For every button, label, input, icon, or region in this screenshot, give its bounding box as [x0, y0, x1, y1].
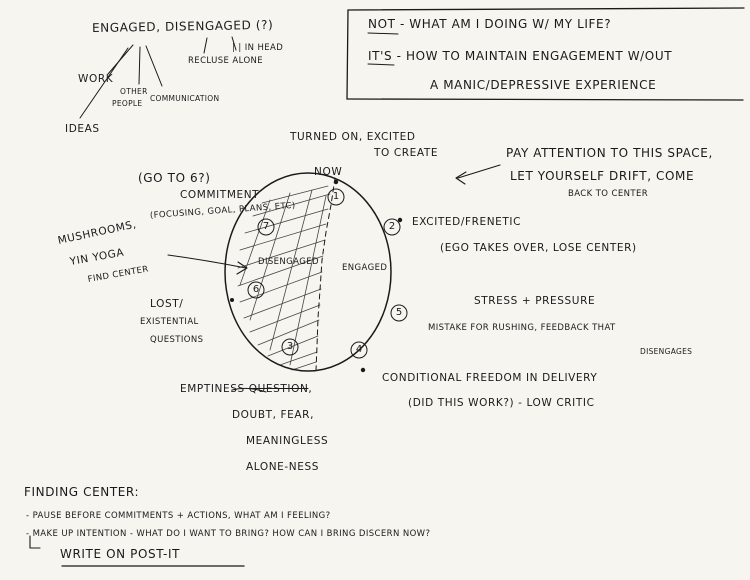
- note-emptiness: EMPTINESS QUESTION,: [180, 384, 312, 395]
- note-ego: (EGO TAKES OVER, LOSE CENTER): [440, 242, 637, 254]
- note-existential: EXISTENTIAL: [140, 317, 199, 327]
- circle-number-7: 7: [262, 221, 270, 232]
- note-emptiness-comma: ,: [308, 383, 313, 395]
- note-turned-on: TURNED ON, EXCITED: [290, 131, 416, 143]
- finding-center-pause: - PAUSE BEFORE COMMITMENTS + ACTIONS, WH…: [26, 511, 331, 521]
- circle-number-2: 2: [388, 221, 396, 232]
- box-left-border: [346, 9, 349, 100]
- note-recluse-alone: RECLUSE ALONE: [188, 56, 264, 66]
- note-excited: EXCITED/FRENETIC: [412, 216, 522, 228]
- cycle-circle: [224, 172, 392, 372]
- note-doubt: DOUBT, FEAR,: [232, 409, 315, 421]
- finding-center-postit: WRITE ON POST-IT: [60, 547, 181, 561]
- label-disengaged: DISENGAGED: [258, 257, 319, 267]
- finding-center-intention: - MAKE UP INTENTION - WHAT DO I WANT TO …: [26, 529, 431, 539]
- divider-dashed: [315, 177, 336, 371]
- branch-mid: [138, 46, 141, 85]
- note-engaged-disengaged: ENGAGED, DISENGAGED (?): [91, 17, 274, 35]
- marker-circle-2: [383, 218, 401, 236]
- note-drift: LET YOURSELF DRIFT, COME: [510, 169, 695, 183]
- note-mistake: MISTAKE FOR RUSHING, FEEDBACK THAT: [428, 323, 616, 333]
- dot-bottom-right: [360, 367, 366, 373]
- hatching: [237, 185, 331, 371]
- note-back-to-center: BACK TO CENTER: [568, 189, 649, 199]
- note-disengages: DISENGAGES: [640, 347, 693, 356]
- note-goto-6: (GO TO 6?): [138, 171, 211, 185]
- marker-circle-6: [247, 281, 265, 299]
- postit-hook: [29, 535, 41, 549]
- branch-right: [145, 45, 163, 87]
- finding-center-title: FINDING CENTER:: [24, 485, 140, 499]
- note-in-head: | | IN HEAD: [232, 43, 284, 53]
- note-meaningless: MEANINGLESS: [246, 435, 329, 447]
- note-communication: COMMUNICATION: [150, 94, 220, 103]
- note-ideas: IDEAS: [65, 123, 100, 135]
- marker-circle-7: [257, 218, 275, 236]
- note-lost: LOST/: [150, 298, 184, 310]
- label-engaged: ENGAGED: [342, 263, 388, 273]
- box-note-manic: A MANIC/DEPRESSIVE EXPERIENCE: [430, 78, 657, 92]
- note-stress: STRESS + PRESSURE: [474, 295, 596, 307]
- box-top-border: [347, 7, 745, 11]
- dot-right: [397, 217, 403, 223]
- marker-circle-4: [350, 341, 368, 359]
- dot-top: [333, 179, 339, 185]
- marker-circle-3: [390, 304, 408, 322]
- marker-circle-5: [281, 338, 299, 356]
- box-note-its: IT'S - HOW TO MAINTAIN ENGAGEMENT W/OUT: [368, 49, 673, 63]
- note-conditional: CONDITIONAL FREEDOM IN DELIVERY: [382, 372, 598, 384]
- circle-number-5: 5: [395, 307, 403, 318]
- note-did-this-work: (DID THIS WORK?) - LOW CRITIC: [408, 397, 595, 409]
- strike-question: [231, 387, 267, 393]
- circle-number-6: 6: [252, 284, 260, 295]
- note-people: PEOPLE: [112, 99, 143, 108]
- note-emptiness-word: EMPTINESS: [180, 383, 245, 395]
- branch-ideas: [79, 47, 129, 119]
- marker-circle-1: [327, 188, 345, 206]
- not-underline: [367, 32, 399, 35]
- arrow-mushrooms: [167, 254, 247, 269]
- dot-left: [230, 298, 234, 302]
- box-note-not: NOT - WHAT AM I DOING W/ MY LIFE?: [368, 17, 612, 31]
- note-pay-attention: PAY ATTENTION TO THIS SPACE,: [506, 146, 713, 160]
- note-now: NOW: [314, 166, 343, 178]
- branch-disengaged-b: [231, 36, 237, 51]
- note-emptiness-struck: QUESTION: [248, 383, 309, 395]
- note-work: WORK: [78, 73, 114, 85]
- note-commitment: COMMITMENT: [180, 189, 260, 201]
- arrow-mushrooms-head: [236, 261, 248, 275]
- circle-number-4: 4: [355, 344, 363, 355]
- circle-number-1: 1: [332, 191, 340, 202]
- its-underline: [367, 63, 395, 66]
- note-questions: QUESTIONS: [150, 335, 204, 345]
- note-to-create: TO CREATE: [374, 147, 439, 159]
- arrow-pay-attention: [457, 164, 501, 179]
- arrow-pay-attention-head: [455, 171, 467, 185]
- branch-disengaged-a: [203, 37, 208, 54]
- note-other: OTHER: [120, 87, 148, 96]
- circle-number-3: 3: [286, 341, 294, 352]
- note-alone-ness: ALONE-NESS: [246, 461, 320, 473]
- box-bottom-border: [346, 98, 744, 101]
